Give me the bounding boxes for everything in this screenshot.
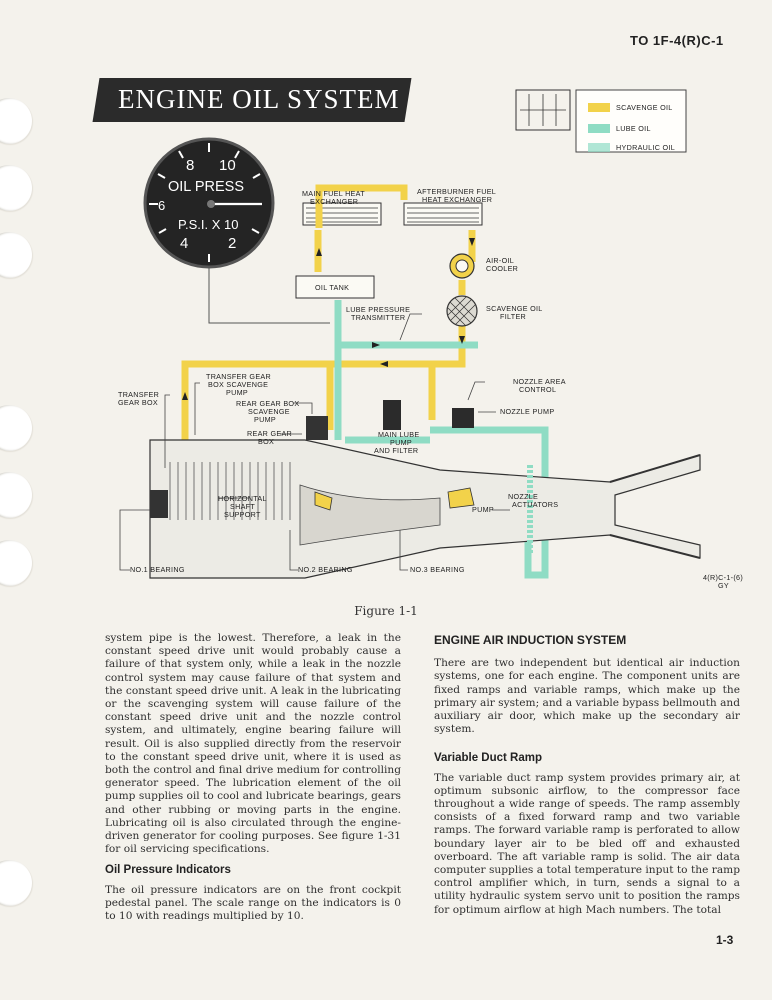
section-title: ENGINE OIL SYSTEM — [118, 84, 400, 114]
legend-grid-icon — [520, 94, 566, 126]
flow-arrows — [182, 238, 475, 400]
label-afterburner-fuel-heat-exchanger-1: AFTERBURNER FUEL — [417, 187, 496, 196]
label-oil-tank: OIL TANK — [315, 283, 349, 292]
combustion-section — [299, 484, 441, 546]
label-air-oil-cooler-1: AIR-OIL — [486, 256, 514, 265]
engine-body — [149, 439, 701, 579]
rear-gear-box — [306, 416, 328, 440]
label-no2-bearing: NO.2 BEARING — [298, 565, 353, 574]
label-nozzle-area-control-2: CONTROL — [519, 385, 556, 394]
figure-code-1: 4(R)C-1-(6) — [703, 573, 743, 582]
legend-label-hydraulic: HYDRAULIC OIL — [616, 143, 675, 152]
label-air-oil-cooler-2: COOLER — [486, 264, 518, 273]
label-scavenge-oil-filter-2: FILTER — [500, 312, 526, 321]
gauge-tick-4: 4 — [180, 235, 188, 252]
no2-bearing-sump — [314, 491, 333, 511]
gauge-unit: P.S.I. X 10 — [178, 217, 238, 232]
page-number: 1-3 — [716, 933, 734, 947]
oil-pressure-gauge: 8 10 6 4 2 OIL PRESS P.S.I. X 10 — [143, 137, 275, 269]
label-no1-bearing: NO.1 BEARING — [130, 565, 185, 574]
compressor-blades — [169, 462, 291, 520]
label-scavenge-oil-filter-1: SCAVENGE OIL — [486, 304, 543, 313]
label-transfer-gear-box-2: GEAR BOX — [118, 398, 158, 407]
label-transfer-gear-box-1: TRANSFER — [118, 390, 159, 399]
afterburner-fuel-heat-exchanger — [403, 202, 483, 226]
punch-hole — [0, 860, 32, 906]
legend-label-scavenge: SCAVENGE OIL — [616, 103, 673, 112]
right-paragraph-2: The variable duct ramp system provides p… — [434, 771, 740, 916]
legend-label-lube: LUBE OIL — [616, 124, 651, 133]
label-nozzle-area-control-1: NOZZLE AREA — [513, 377, 566, 386]
left-paragraph-2: The oil pressure indicators are on the f… — [105, 883, 401, 923]
label-rear-gear-box-scavenge-pump-3: PUMP — [254, 415, 276, 424]
legend-swatch-scavenge — [588, 103, 610, 112]
label-pump: PUMP — [472, 505, 494, 514]
air-oil-cooler-core — [455, 259, 469, 273]
label-transfer-gear-box-scavenge-pump-2: BOX SCAVENGE — [208, 380, 268, 389]
gauge-tick-marks — [149, 143, 261, 262]
label-rear-gear-box-scavenge-pump-1: REAR GEAR BOX — [236, 399, 299, 408]
figure-code-2: GY — [718, 581, 729, 590]
label-nozzle-actuators-2: ACTUATORS — [512, 500, 558, 509]
label-horizontal-shaft-support-3: SUPPORT — [224, 510, 261, 519]
gauge-title: OIL PRESS — [168, 179, 244, 195]
legend-box — [575, 89, 687, 153]
gauge-tick-6: 6 — [158, 198, 165, 213]
right-column: ENGINE AIR INDUCTION SYSTEM There are tw… — [434, 633, 740, 917]
engine-oil-diagram: SCAVENGE OIL LUBE OIL HYDRAULIC OIL 8 10… — [118, 89, 743, 590]
label-nozzle-pump: NOZZLE PUMP — [500, 407, 554, 416]
oil-tank — [295, 275, 375, 299]
no3-bearing-sump — [447, 487, 475, 509]
nozzle-pump — [452, 408, 474, 428]
label-main-lube-pump-1: MAIN LUBE — [378, 430, 419, 439]
label-no3-bearing: NO.3 BEARING — [410, 565, 465, 574]
label-rear-gear-box-1: REAR GEAR — [247, 429, 292, 438]
gauge-tick-2: 2 — [228, 235, 236, 252]
label-main-lube-pump-3: AND FILTER — [374, 446, 418, 455]
label-lube-pressure-transmitter-2: TRANSMITTER — [351, 313, 405, 322]
gauge-hub — [207, 200, 215, 208]
nozzle-flaps — [609, 454, 701, 559]
label-transfer-gear-box-scavenge-pump-3: PUMP — [226, 388, 248, 397]
transmitter-wire — [208, 268, 330, 324]
main-fuel-heat-exchanger — [302, 202, 382, 226]
left-column: system pipe is the lowest. Therefore, a … — [105, 632, 401, 923]
label-rear-gear-box-2: BOX — [258, 437, 274, 446]
legend-swatch-lube — [588, 124, 610, 133]
label-lube-pressure-transmitter-1: LUBE PRESSURE — [346, 305, 410, 314]
scavenge-oil-filter — [446, 295, 478, 327]
main-lube-pump — [383, 400, 401, 430]
oil-pressure-indicators-heading: Oil Pressure Indicators — [105, 864, 231, 877]
no1-bearing-housing — [150, 490, 168, 518]
legend-swatch-hydraulic — [588, 143, 610, 152]
air-induction-heading: ENGINE AIR INDUCTION SYSTEM — [434, 633, 627, 647]
variable-duct-ramp-heading: Variable Duct Ramp — [434, 752, 543, 765]
label-rear-gear-box-scavenge-pump-2: SCAVENGE — [248, 407, 290, 416]
document-number: TO 1F-4(R)C-1 — [630, 33, 724, 48]
label-horizontal-shaft-support-1: HORIZONTAL — [218, 494, 267, 503]
figure-caption: Figure 1-1 — [354, 604, 418, 618]
leader-lines — [119, 313, 510, 571]
label-afterburner-fuel-heat-exchanger-2: HEAT EXCHANGER — [422, 195, 492, 204]
legend: SCAVENGE OIL LUBE OIL HYDRAULIC OIL — [515, 89, 687, 153]
label-horizontal-shaft-support-2: SHAFT — [230, 502, 255, 511]
gauge-tick-10: 10 — [219, 157, 236, 174]
left-paragraph-1: system pipe is the lowest. Therefore, a … — [105, 632, 401, 856]
gauge-tick-8: 8 — [186, 157, 194, 174]
label-main-fuel-heat-exchanger-2: EXCHANGER — [310, 197, 358, 206]
label-main-fuel-heat-exchanger-1: MAIN FUEL HEAT — [302, 189, 365, 198]
legend-grid-box — [515, 89, 571, 131]
label-main-lube-pump-2: PUMP — [390, 438, 412, 447]
right-paragraph-1: There are two independent but identical … — [434, 657, 740, 736]
label-nozzle-actuators-1: NOZZLE — [508, 492, 538, 501]
label-transfer-gear-box-scavenge-pump-1: TRANSFER GEAR — [206, 372, 271, 381]
